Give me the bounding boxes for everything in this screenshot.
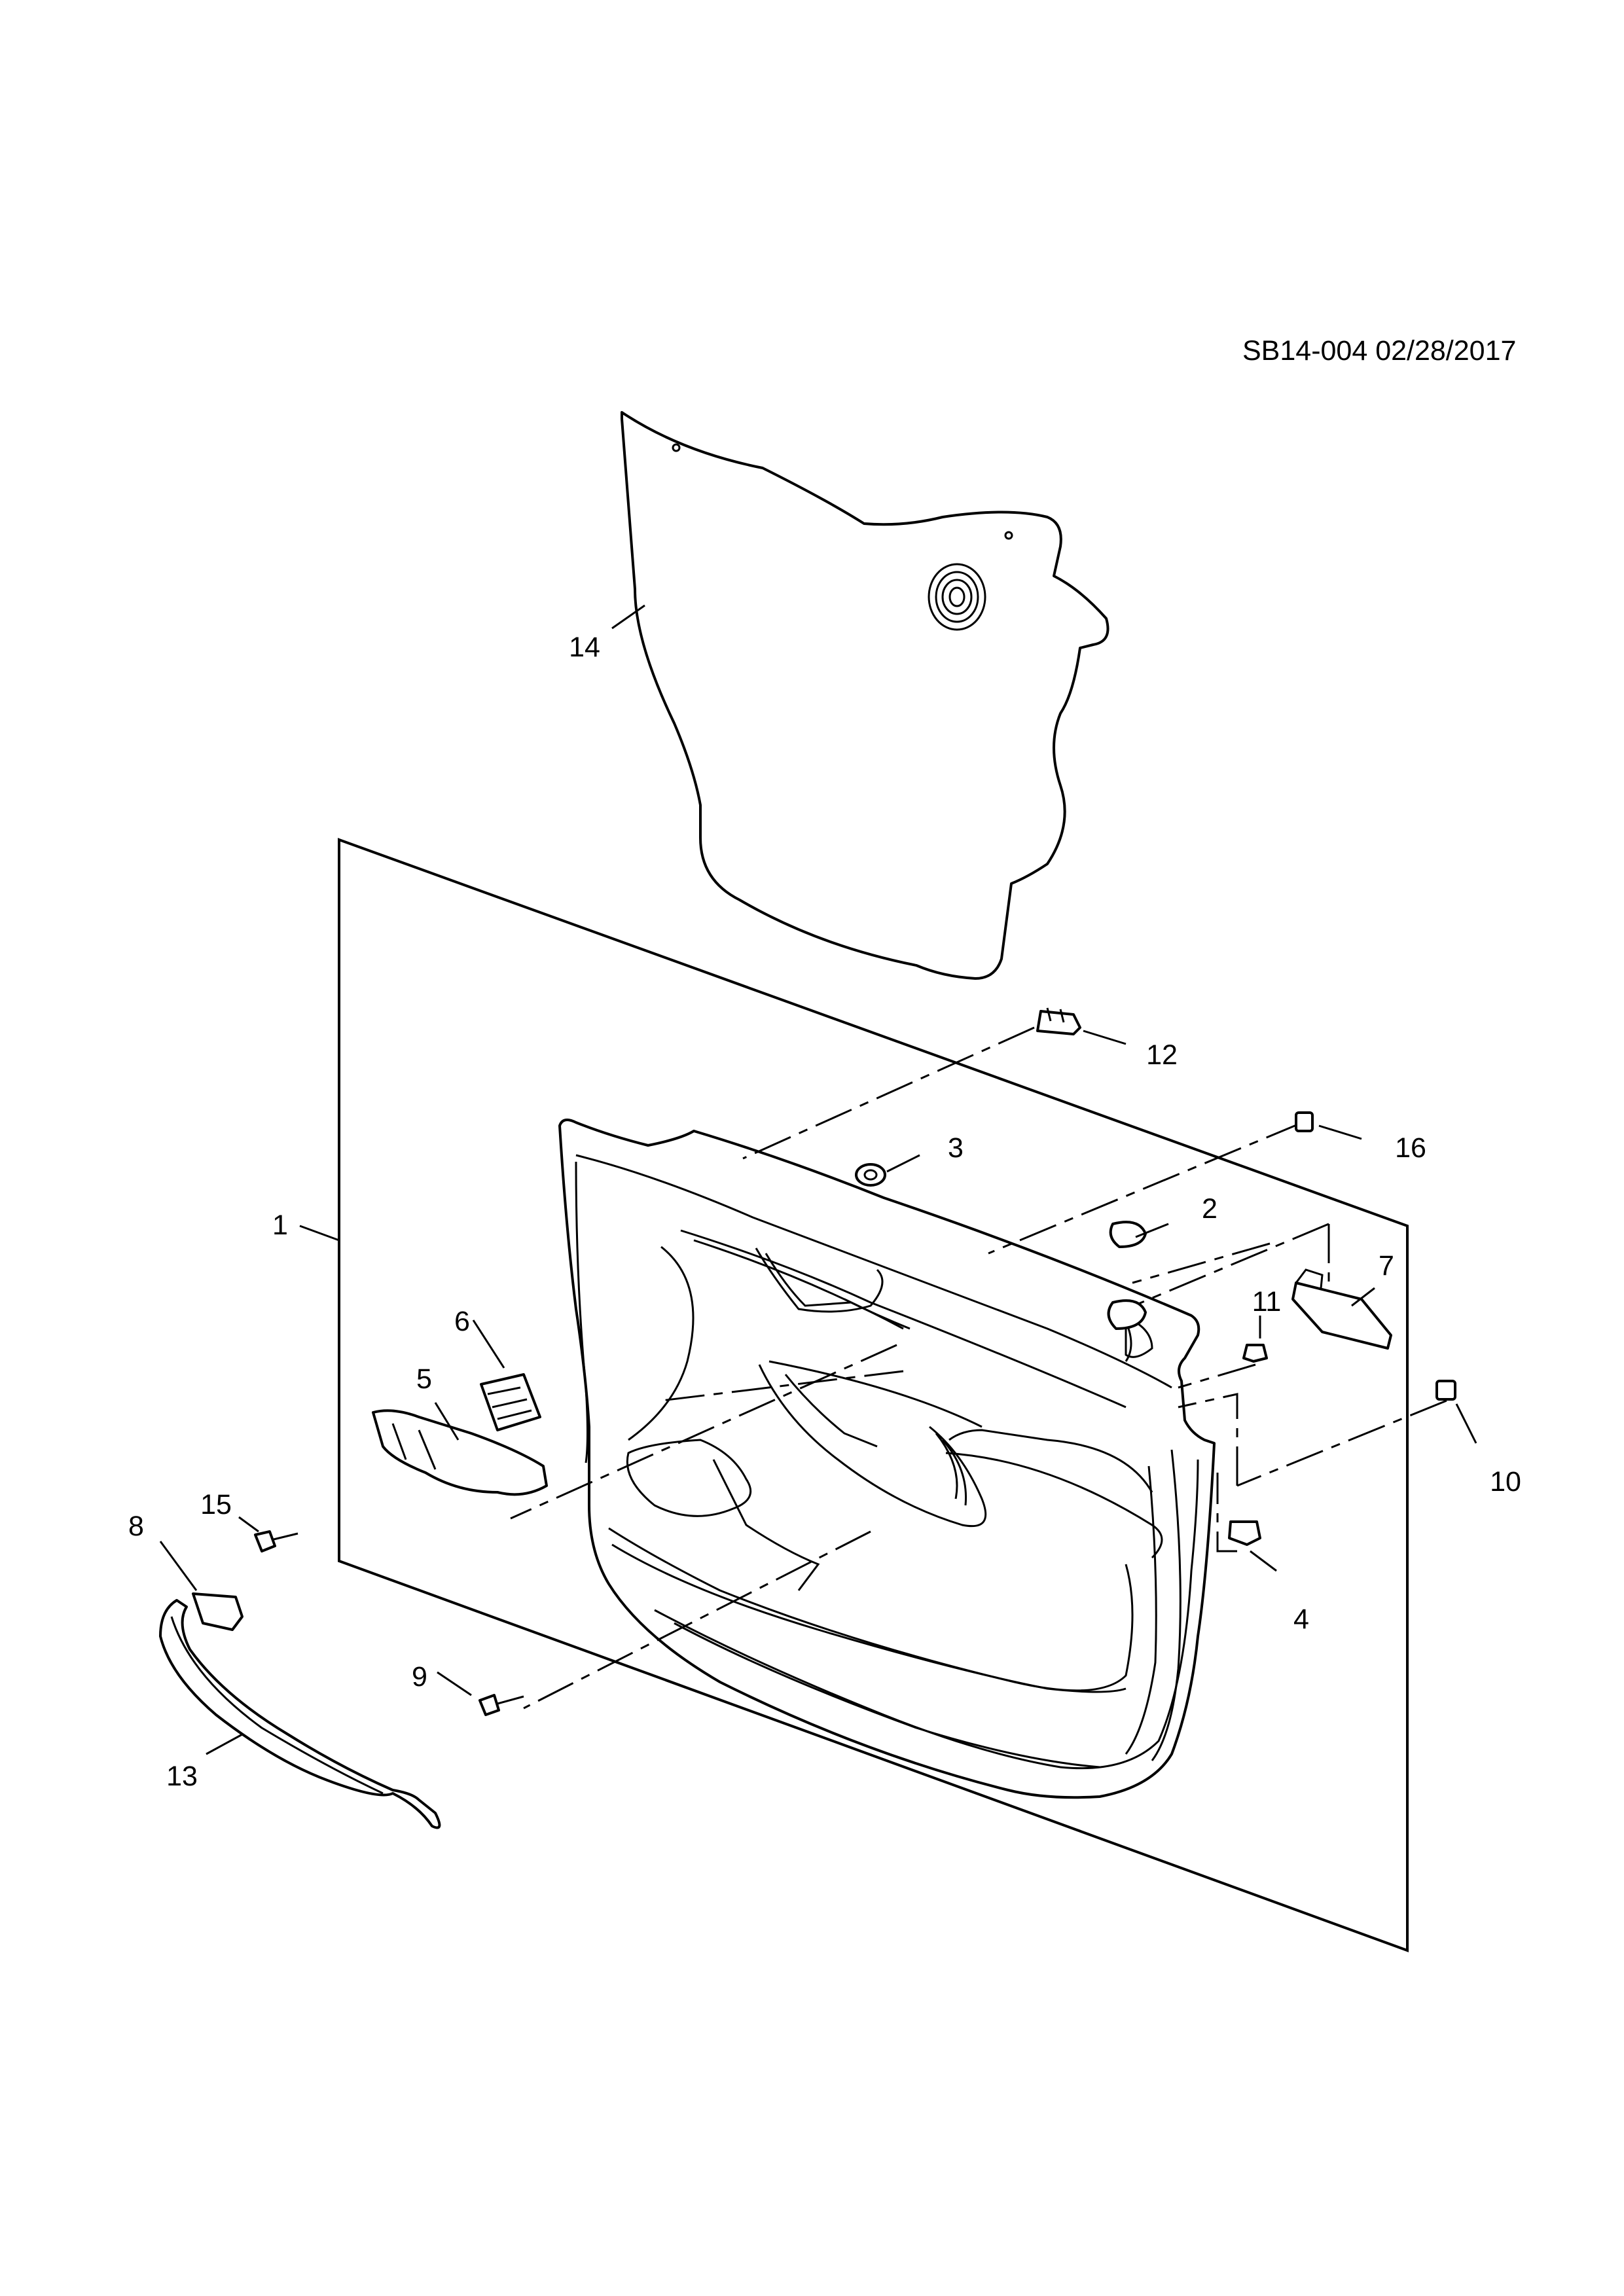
callout-12: 12	[1146, 1039, 1178, 1071]
part-12-clip	[1036, 1007, 1081, 1035]
part-7-module	[1291, 1268, 1392, 1350]
part-15-screw	[254, 1530, 298, 1552]
part-14-water-deflector	[611, 411, 1110, 980]
callout-1: 1	[272, 1210, 288, 1241]
callout-4: 4	[1293, 1604, 1309, 1635]
callout-16: 16	[1395, 1132, 1426, 1164]
part-13-pull-handle-trim	[159, 1599, 441, 1829]
callout-11: 11	[1252, 1286, 1282, 1318]
diagram-reference-code: SB14-004 02/28/2017	[1242, 335, 1517, 367]
part-1-assembly-outline	[299, 838, 1409, 1952]
part-16-clip	[1295, 1111, 1314, 1132]
part-3-grommet	[855, 1163, 886, 1187]
callout-9: 9	[412, 1661, 427, 1693]
callout-leaders	[159, 1030, 1477, 1755]
callout-10: 10	[1490, 1466, 1521, 1498]
callout-7: 7	[1379, 1250, 1394, 1282]
callout-5: 5	[416, 1363, 432, 1395]
part-6-switch	[480, 1373, 541, 1431]
attachment-lines	[510, 1026, 1447, 1710]
part-2-bezel	[1107, 1221, 1147, 1330]
part-9-screw	[478, 1694, 524, 1716]
callout-13: 13	[166, 1761, 198, 1792]
part-10-clip	[1435, 1380, 1456, 1401]
part-11-fastener	[1242, 1344, 1268, 1363]
callout-2: 2	[1202, 1193, 1218, 1225]
callout-8: 8	[128, 1511, 144, 1542]
callout-15: 15	[200, 1489, 232, 1520]
part-4-fastener	[1228, 1520, 1261, 1546]
part-1-door-trim-panel	[558, 1119, 1216, 1799]
callout-6: 6	[454, 1306, 470, 1337]
part-8-cap	[192, 1592, 244, 1631]
part-5-handle-bezel	[372, 1409, 548, 1496]
callout-3: 3	[948, 1132, 964, 1164]
callout-14: 14	[569, 632, 600, 663]
